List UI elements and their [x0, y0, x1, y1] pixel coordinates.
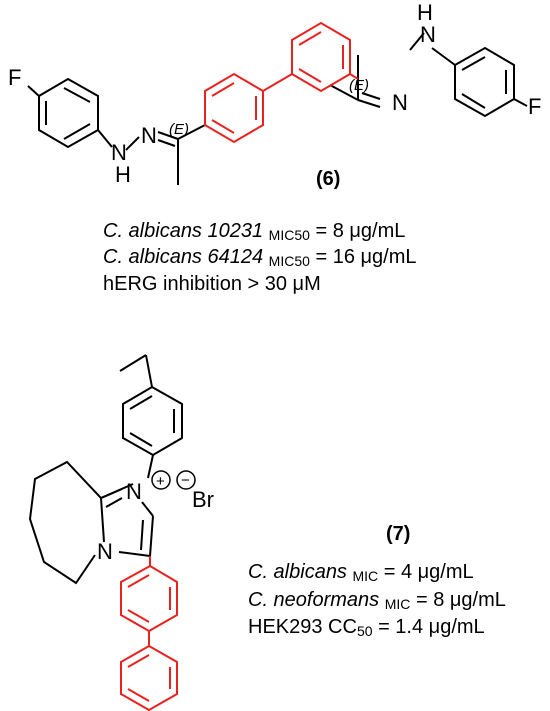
compound-7-structure: [28, 354, 183, 585]
bromide-atom: Br: [192, 487, 214, 512]
activity-line-c7-2: C. neoformans MIC = 8 μg/mL: [248, 588, 506, 616]
subscript: 50: [356, 623, 373, 639]
positive-charge-circle: [151, 470, 171, 490]
fluorine-atom-right: F: [528, 94, 541, 119]
compound-6-label: (6): [316, 168, 341, 190]
compound-7-label: (7): [386, 523, 411, 545]
organism-name: C. albicans: [248, 561, 347, 583]
hydrogen-atom-left: H: [115, 162, 131, 187]
subscript: MIC: [352, 568, 379, 584]
right-fluorophenyl-ring: [454, 46, 528, 118]
e-stereo-label-right: (E): [349, 77, 369, 94]
activity-line-c7-1: C. albicans MIC = 4 μg/mL: [248, 560, 474, 588]
positive-charge-sign: +: [156, 473, 165, 490]
nitrogen-atom-imine-left: N: [141, 123, 157, 148]
negative-charge-circle: [176, 470, 196, 490]
nitrogen-atom-ring: N: [97, 539, 113, 564]
activity-value: = 1.4 μg/mL: [372, 616, 485, 638]
nitrogen-atom-cationic: N: [126, 479, 142, 504]
fluorine-atom-left: F: [8, 65, 21, 90]
activity-line-c7-3: HEK293 CC50 = 1.4 μg/mL: [248, 615, 485, 643]
subscript: MIC50: [268, 227, 310, 243]
activity-line-c6-2: C. albicans 64124 MIC50 = 16 μg/mL: [103, 245, 417, 273]
nitrogen-atom-nh-left: N: [111, 140, 127, 165]
subscript: MIC50: [268, 253, 310, 269]
compound-6-structure: [27, 32, 528, 185]
biphenyl-core-highlight: [204, 21, 359, 144]
negative-charge-sign: −: [181, 472, 190, 489]
activity-value: = 4 μg/mL: [378, 561, 474, 583]
organism-name: C. albicans 10231: [103, 220, 264, 242]
activity-line-c6-3: hERG inhibition > 30 μM: [103, 272, 321, 296]
organism-name: C. albicans 64124: [103, 246, 264, 268]
nitrogen-atom-imine-right: N: [392, 90, 408, 115]
activity-value: = 8 μg/mL: [410, 589, 506, 611]
e-stereo-label-left: (E): [169, 121, 189, 138]
cell-line-prefix: HEK293 CC: [248, 616, 357, 638]
subscript: MIC: [384, 596, 411, 612]
activity-value: = 8 μg/mL: [309, 220, 406, 242]
biphenyl-substituent-highlight: [120, 556, 178, 711]
left-fluorophenyl-ring: [27, 77, 113, 149]
nitrogen-atom-nh-right: N: [420, 22, 436, 47]
hydrogen-atom-right: H: [417, 0, 433, 25]
activity-line-c6-1: C. albicans 10231 MIC50 = 8 μg/mL: [103, 219, 405, 247]
activity-value: = 16 μg/mL: [309, 246, 417, 268]
herg-text: hERG inhibition > 30 μM: [103, 273, 321, 295]
organism-name: C. neoformans: [248, 589, 380, 611]
